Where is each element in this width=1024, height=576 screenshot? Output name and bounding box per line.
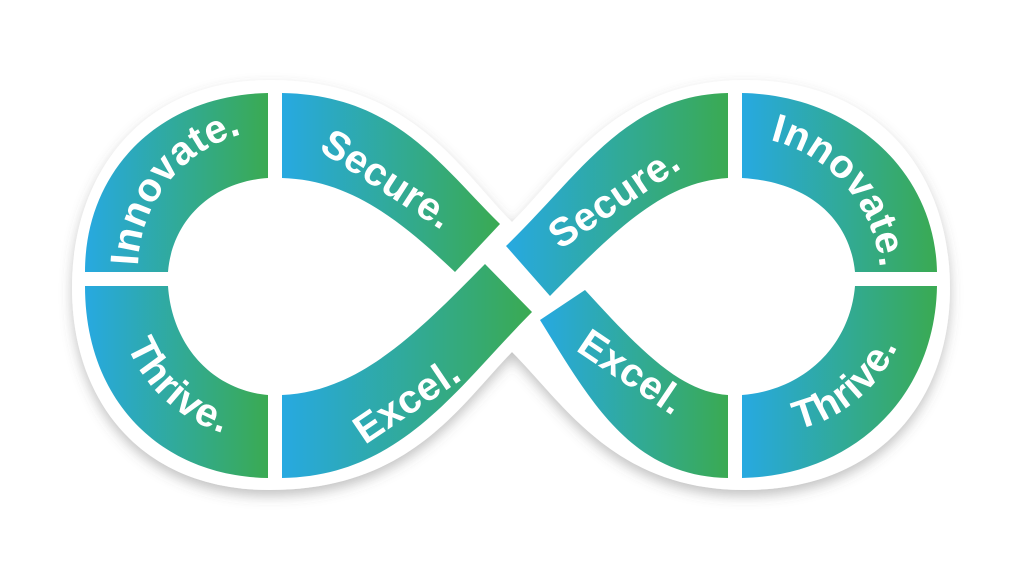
segment-left-excel xyxy=(282,264,532,478)
segment-right-thrive xyxy=(742,286,937,478)
segment-left-thrive xyxy=(85,286,268,478)
segment-left-secure xyxy=(282,93,500,272)
segment-left-innovate xyxy=(85,93,268,272)
sticker-outline xyxy=(72,80,950,490)
segment-right-excel xyxy=(540,290,728,478)
segment-right-innovate xyxy=(742,93,937,272)
right-loop-hole xyxy=(642,184,862,388)
left-loop-hole xyxy=(162,184,382,388)
segment-right-secure xyxy=(506,93,728,296)
